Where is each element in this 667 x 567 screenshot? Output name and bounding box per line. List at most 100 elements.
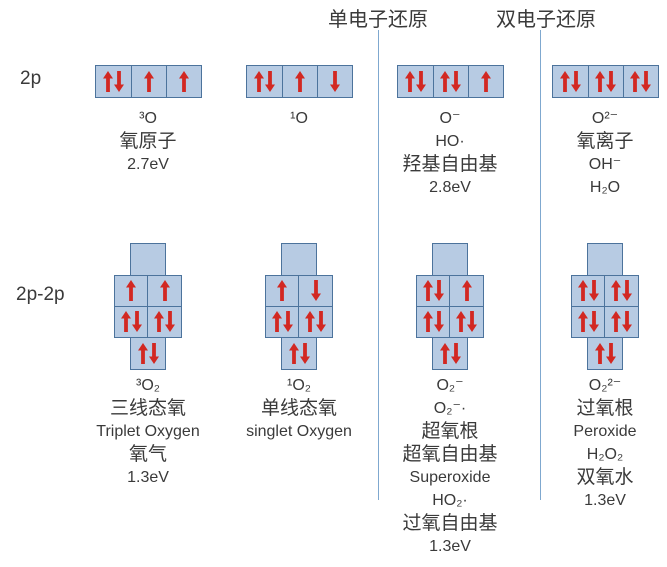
species-name-label: 单线态氧 xyxy=(260,398,337,419)
species-formula-label: HO₂· xyxy=(432,492,468,509)
species-name-en-label: Superoxide xyxy=(409,469,491,486)
spin-up-arrow-icon xyxy=(178,71,189,92)
species-formula-label: HO· xyxy=(435,133,465,150)
orbital-cell xyxy=(96,66,131,97)
energy-label: 1.3eV xyxy=(429,538,471,555)
energy-label: 1.3eV xyxy=(127,469,169,486)
pi-star-orbital-cell xyxy=(605,276,638,307)
species-labels: O²⁻ 氧离子 OH⁻ H₂O xyxy=(525,107,667,199)
orbital-cell xyxy=(247,66,282,97)
orbital-cell xyxy=(587,66,623,97)
spin-up-arrow-icon xyxy=(277,280,287,302)
spin-up-arrow-icon xyxy=(577,311,588,333)
spin-up-arrow-icon xyxy=(456,311,466,333)
spin-up-arrow-icon xyxy=(102,71,113,92)
pi-orbital-grid xyxy=(416,275,484,338)
orbital-cell xyxy=(316,66,352,97)
double-electron-reduction-header: 双电子还原 xyxy=(496,9,596,31)
pi-star-orbital-cell xyxy=(450,276,483,307)
species-formula-label: O₂⁻ xyxy=(436,377,464,394)
species-name-label: 双氧水 xyxy=(576,467,634,488)
spin-down-arrow-icon xyxy=(622,311,632,333)
divider-line-double-electron xyxy=(540,30,541,500)
species-formula-label: OH⁻ xyxy=(588,156,622,173)
spin-up-arrow-icon xyxy=(305,311,315,333)
pi-orbital-grid xyxy=(265,275,333,338)
species-labels: ³O 氧原子 2.7eV xyxy=(68,107,228,176)
row-label-2p: 2p xyxy=(20,68,42,89)
spin-down-arrow-icon xyxy=(588,311,599,333)
sigma-star-orbital-cell xyxy=(432,243,468,276)
species-name-label: 超氧根 xyxy=(421,421,479,442)
spin-up-arrow-icon xyxy=(595,71,605,92)
mo-energy-diagram xyxy=(265,243,333,370)
species-formula-label: H₂O₂ xyxy=(586,446,624,463)
pi-orbital-cell xyxy=(605,307,638,338)
spin-down-arrow-icon xyxy=(264,71,275,92)
species-name-label: 过氧自由基 xyxy=(402,513,498,534)
pi-orbital-cell xyxy=(450,307,483,338)
orbital-box-row xyxy=(94,65,202,98)
orbital-cell xyxy=(467,66,503,97)
orbital-cell xyxy=(553,66,588,97)
spin-down-arrow-icon xyxy=(622,280,632,302)
pi-star-orbital-cell xyxy=(148,276,181,307)
spin-down-arrow-icon xyxy=(415,71,426,92)
sigma-orbital-cell xyxy=(130,338,166,370)
sigma-star-orbital-cell xyxy=(281,243,317,276)
spin-up-arrow-icon xyxy=(577,280,588,302)
energy-label: 2.7eV xyxy=(127,156,169,173)
pi-star-orbital-cell xyxy=(572,276,605,307)
spin-down-arrow-icon xyxy=(433,280,444,302)
pi-orbital-cell xyxy=(417,306,450,337)
spin-down-arrow-icon xyxy=(131,311,142,333)
species-labels: O₂⁻ O₂⁻· 超氧根 超氧自由基 Superoxide HO₂· 过氧自由基… xyxy=(370,374,530,558)
species-formula-label: ³O₂ xyxy=(136,377,160,394)
spin-down-arrow-icon xyxy=(588,280,599,302)
sigma-star-orbital-cell xyxy=(587,243,623,276)
spin-up-arrow-icon xyxy=(253,71,264,92)
sigma-orbital-cell xyxy=(281,338,317,370)
spin-up-arrow-icon xyxy=(439,343,450,364)
spin-down-arrow-icon xyxy=(282,311,293,333)
energy-label: 1.3eV xyxy=(584,492,626,509)
spin-down-arrow-icon xyxy=(316,311,326,333)
spin-up-arrow-icon xyxy=(294,71,305,92)
mo-energy-diagram xyxy=(416,243,484,370)
species-labels: ¹O₂ 单线态氧 singlet Oxygen xyxy=(219,374,379,443)
spin-up-arrow-icon xyxy=(440,71,450,92)
species-name-label: 氧气 xyxy=(128,444,167,465)
spin-up-arrow-icon xyxy=(594,343,605,364)
atomic-column-singlet-o: ¹O xyxy=(219,65,379,130)
orbital-cell xyxy=(165,66,201,97)
spin-down-arrow-icon xyxy=(299,343,310,364)
pi-orbital-cell xyxy=(299,307,332,338)
species-formula-label: O₂⁻· xyxy=(433,400,467,417)
species-formula-label: O²⁻ xyxy=(591,110,619,127)
spin-down-arrow-icon xyxy=(165,311,175,333)
mo-energy-diagram xyxy=(114,243,182,370)
orbital-box-row xyxy=(396,65,504,98)
mo-column-singlet-oxygen: ¹O₂ 单线态氧 singlet Oxygen xyxy=(219,243,379,443)
spin-down-arrow-icon xyxy=(641,71,651,92)
spin-up-arrow-icon xyxy=(126,280,136,302)
species-name-label: 氧离子 xyxy=(576,131,634,152)
mo-column-peroxide: O₂²⁻ 过氧根 Peroxide H₂O₂ 双氧水 1.3eV xyxy=(525,243,667,512)
orbital-box-row xyxy=(245,65,353,98)
species-labels: ³O₂ 三线态氧 Triplet Oxygen 氧气 1.3eV xyxy=(68,374,228,489)
species-formula-label: ³O xyxy=(139,110,157,127)
spin-down-arrow-icon xyxy=(451,71,461,92)
mo-column-superoxide: O₂⁻ O₂⁻· 超氧根 超氧自由基 Superoxide HO₂· 过氧自由基… xyxy=(370,243,530,558)
atomic-column-oxide-ion: O²⁻ 氧离子 OH⁻ H₂O xyxy=(525,65,667,199)
spin-down-arrow-icon xyxy=(310,280,321,302)
spin-down-arrow-icon xyxy=(605,343,616,364)
spin-up-arrow-icon xyxy=(137,343,148,364)
spin-up-arrow-icon xyxy=(559,71,570,92)
spin-up-arrow-icon xyxy=(120,311,131,333)
energy-label: 2.8eV xyxy=(429,179,471,196)
species-name-label: 超氧自由基 xyxy=(402,444,498,465)
species-name-label: 羟基自由基 xyxy=(402,154,498,175)
species-name-en-label: singlet Oxygen xyxy=(246,423,352,440)
spin-up-arrow-icon xyxy=(611,311,621,333)
